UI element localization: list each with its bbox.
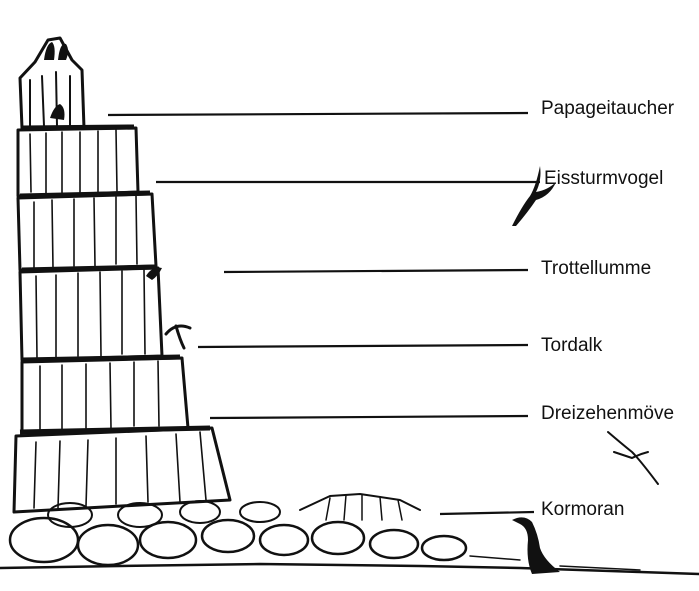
label-kormoran: Kormoran bbox=[541, 500, 624, 519]
leader-line-trottellumme bbox=[224, 270, 528, 272]
label-dreizehenmoewe: Dreizehenmöve bbox=[541, 404, 674, 423]
cormorant-bird-icon bbox=[512, 517, 560, 574]
leader-line-dreizehenmoewe bbox=[210, 416, 528, 418]
label-tordalk: Tordalk bbox=[541, 336, 602, 355]
leader-line-kormoran bbox=[440, 512, 534, 514]
razorbill-bird-icon bbox=[166, 326, 190, 348]
leader-line-papageitaucher bbox=[108, 113, 528, 115]
label-papageitaucher: Papageitaucher bbox=[541, 99, 674, 118]
kittiwake-flying-icon bbox=[608, 432, 658, 484]
leader-lines bbox=[108, 113, 540, 514]
cliff-rock bbox=[14, 38, 230, 512]
leader-line-tordalk bbox=[198, 345, 528, 347]
label-trottellumme: Trottellumme bbox=[541, 259, 651, 278]
label-eissturmvogel: Eissturmvogel bbox=[544, 169, 663, 188]
